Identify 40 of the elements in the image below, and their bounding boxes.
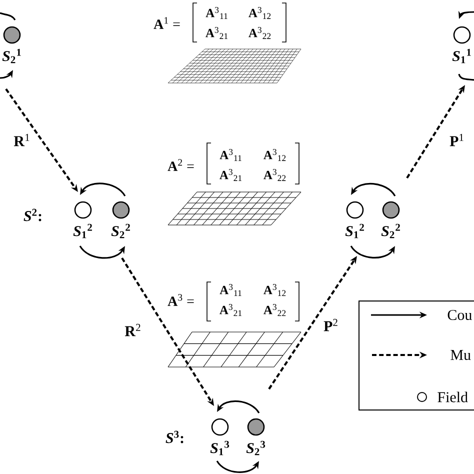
edge-label: P$^{2}$ [324, 318, 338, 332]
matrix-entry: A$^{3}$11 [220, 284, 242, 296]
matrix-entry: A$^{3}$12 [264, 284, 286, 296]
edge-label: R$^{2}$ [124, 324, 140, 336]
curved-arrow [216, 460, 259, 473]
matrix-entry: A$^{3}$22 [248, 27, 271, 39]
matrix-entry: A$^{3}$12 [248, 7, 271, 19]
matrix-name: A$^{1}$ = [154, 17, 180, 29]
level-label: S$^{2}$: [24, 208, 42, 222]
curved-line [458, 74, 474, 81]
curved-arrow [350, 246, 395, 258]
matrix-entry: A$^{3}$21 [206, 27, 228, 39]
field-label: S$_{1}$2 [73, 224, 92, 238]
legend-label: Cou [448, 310, 472, 320]
curved-line [0, 12, 16, 20]
edge-label: R$^{1}$ [14, 134, 30, 146]
matrix-entry: A$^{3}$12 [264, 149, 286, 161]
matrix-entry: A$^{3}$21 [220, 169, 242, 181]
matrix-entry: A$^{3}$11 [206, 7, 228, 19]
field-label: S$_{2}$2 [111, 224, 130, 238]
matrix-entry: A$^{3}$21 [220, 304, 242, 316]
matrix-entry: A$^{3}$22 [264, 169, 286, 181]
curved-arrow [351, 182, 396, 196]
legend-label: Field [438, 392, 468, 402]
legend-label: Mu [450, 350, 471, 360]
matrix-entry: A$^{3}$22 [264, 304, 286, 316]
level-label: S$^{3}$: [166, 430, 184, 444]
field-label: S$_{2}$1 [2, 48, 21, 64]
field-label: S$_{1}$2 [345, 224, 364, 238]
field-label: S$_{2}$3 [246, 440, 266, 456]
matrix-entry: A$^{3}$11 [220, 149, 242, 161]
field-label: S$_{1}$1 [452, 48, 471, 64]
matrix-name: A$^{2}$ = [168, 159, 194, 171]
matrix-name: A$^{3}$ = [168, 294, 194, 306]
curved-arrow [79, 246, 125, 259]
curved-arrow [80, 182, 126, 196]
edge-label: P$^{1}$ [450, 134, 464, 146]
curved-arrow [217, 400, 260, 414]
field-label: S$_{2}$2 [381, 224, 400, 238]
field-label: S$_{1}$3 [210, 440, 230, 456]
